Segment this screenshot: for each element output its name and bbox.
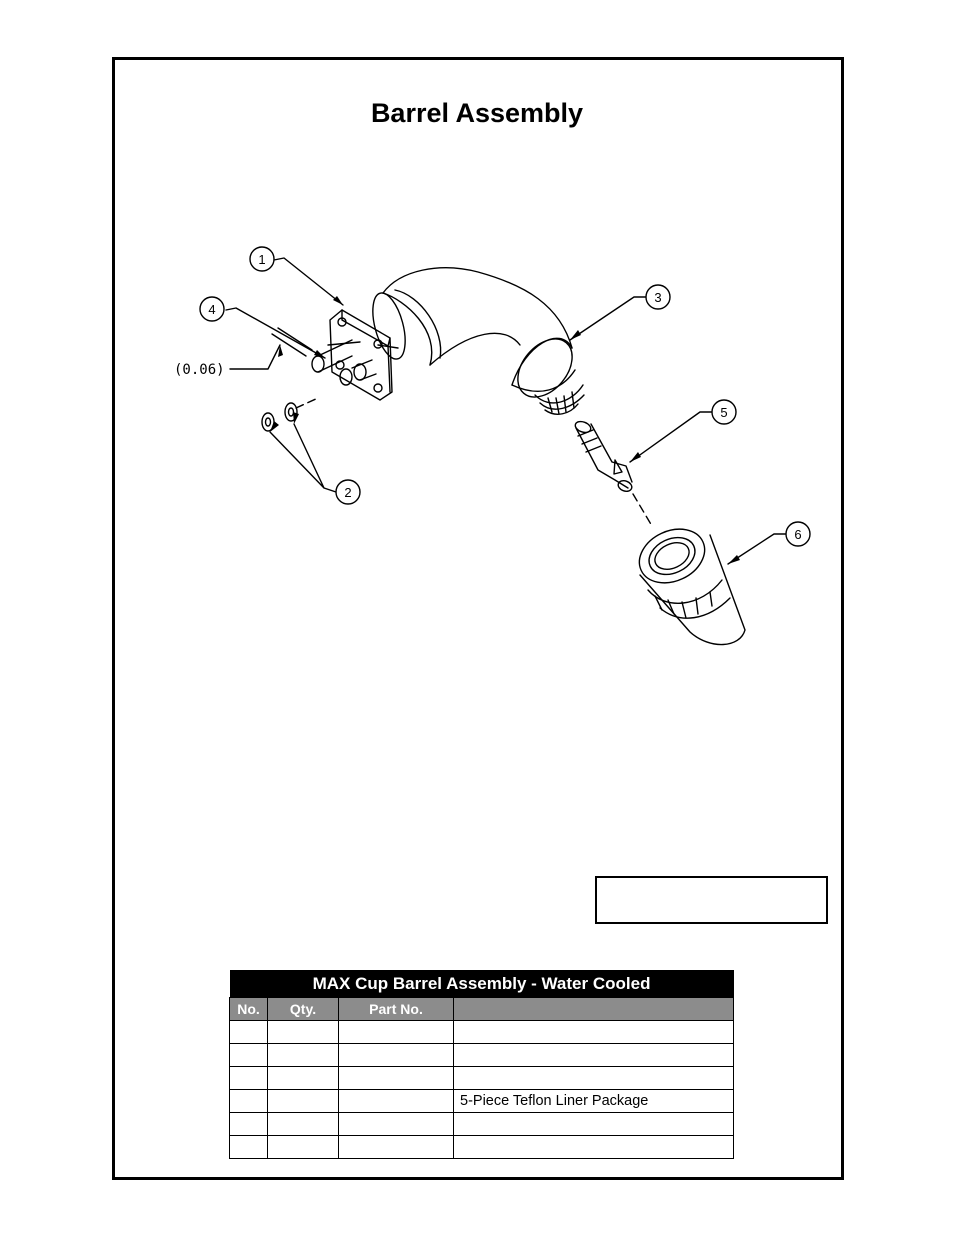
table-row (229, 1066, 735, 1090)
col-header-part-no: Part No. (338, 997, 454, 1021)
page-border (112, 57, 844, 1180)
cell-description (452, 1043, 735, 1067)
cell-part-no (338, 1066, 454, 1090)
flange-block-part (311, 309, 393, 401)
cell-description (452, 1135, 735, 1159)
cell-description (452, 1020, 735, 1044)
callout-4: 4 (208, 302, 215, 317)
gas-diffuser-part (574, 420, 633, 492)
cell-no (229, 1089, 268, 1113)
page-title: Barrel Assembly (370, 98, 584, 128)
callout-1: 1 (258, 252, 265, 267)
cell-qty (267, 1066, 339, 1090)
nozzle-part (638, 528, 746, 646)
table-row (229, 1043, 735, 1067)
cell-no (229, 1043, 268, 1067)
cell-no (229, 1112, 268, 1136)
cell-no (229, 1066, 268, 1090)
table-row (229, 1135, 735, 1159)
parts-table: MAX Cup Barrel Assembly - Water Cooled N… (229, 970, 735, 1159)
table-row (229, 1020, 735, 1044)
callout-3: 3 (654, 290, 661, 305)
cell-no (229, 1020, 268, 1044)
callout-5: 5 (720, 405, 727, 420)
note-box (595, 876, 828, 924)
washers-part (261, 402, 298, 432)
cell-part-no (338, 1020, 454, 1044)
col-header-description (452, 997, 735, 1021)
cell-description (452, 1066, 735, 1090)
table-row (229, 1112, 735, 1136)
cell-qty (267, 1112, 339, 1136)
dimension-label: (0.06) (174, 362, 225, 378)
cell-part-no (338, 1089, 454, 1113)
cell-qty (267, 1043, 339, 1067)
cell-qty (267, 1089, 339, 1113)
barrel-part (372, 267, 585, 415)
cell-no (229, 1135, 268, 1159)
col-header-no: No. (229, 997, 268, 1021)
cell-description: 5-Piece Teflon Liner Package (452, 1089, 735, 1113)
cell-part-no (338, 1043, 454, 1067)
col-header-qty: Qty. (267, 997, 339, 1021)
callout-6: 6 (794, 527, 801, 542)
callout-2: 2 (344, 485, 351, 500)
table-row: 5-Piece Teflon Liner Package (229, 1089, 735, 1113)
table-title: MAX Cup Barrel Assembly - Water Cooled (229, 970, 734, 998)
cell-part-no (338, 1135, 454, 1159)
cell-part-no (338, 1112, 454, 1136)
cell-qty (267, 1135, 339, 1159)
cell-qty (267, 1020, 339, 1044)
cell-description (452, 1112, 735, 1136)
